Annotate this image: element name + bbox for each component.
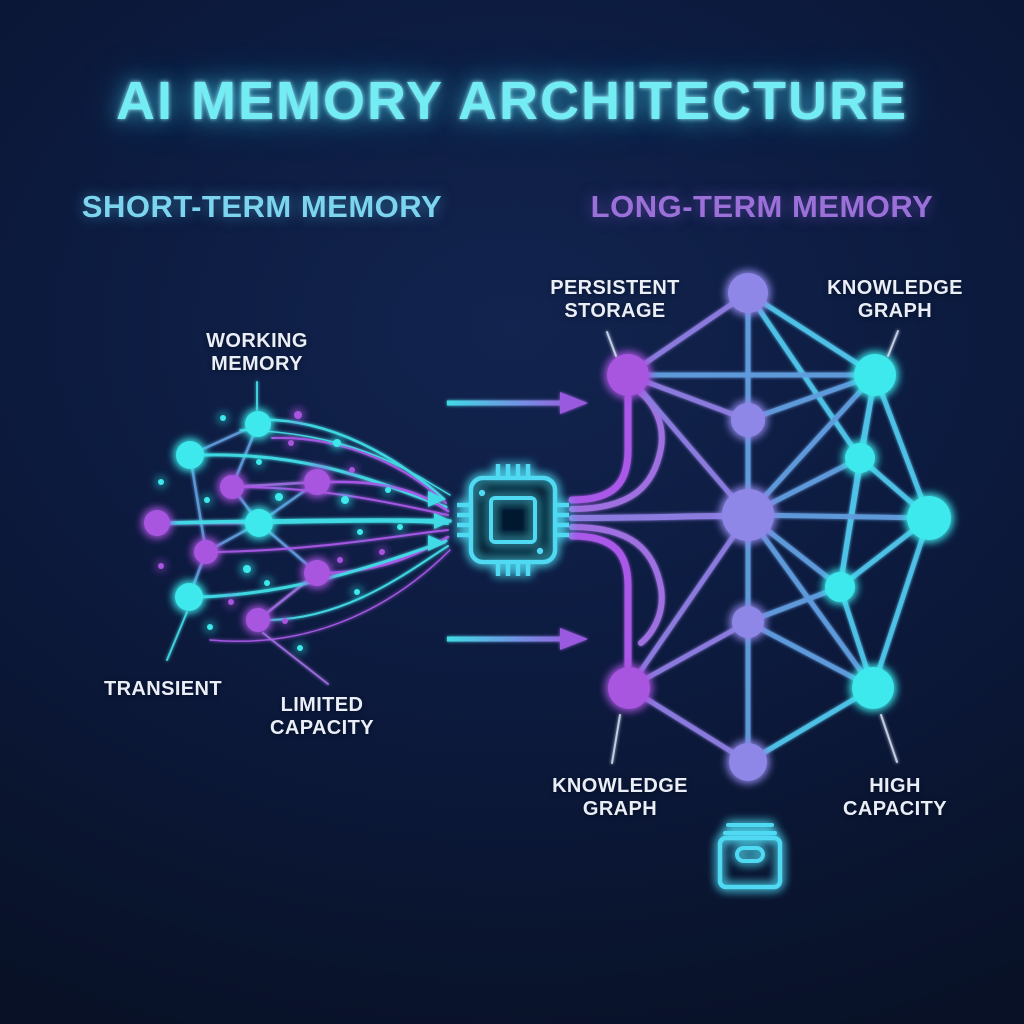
right-network-nodes [607, 273, 951, 781]
label-limited-capacity: LIMITED CAPACITY [270, 694, 374, 739]
label-high-capacity: HIGH CAPACITY [843, 775, 947, 820]
label-knowledge-graph-bottom: KNOWLEDGE GRAPH [552, 775, 688, 820]
section-header-short-term-memory: SHORT-TERM MEMORY [81, 189, 443, 224]
left-cluster-nodes [144, 411, 330, 632]
label-transient: TRANSIENT [103, 678, 223, 700]
glow-dots [158, 411, 403, 651]
chip-fan-lines [568, 390, 725, 669]
label-persistent-storage: PERSISTENT STORAGE [550, 277, 680, 322]
label-working-memory: WORKING MEMORY [206, 330, 308, 375]
cpu-chip-icon [457, 464, 569, 576]
flow-arrows [447, 392, 588, 650]
archive-box-icon [717, 823, 783, 890]
section-header-long-term-memory: LONG-TERM MEMORY [590, 189, 934, 224]
label-leader-lines [166, 330, 899, 764]
stream-lines [168, 418, 452, 642]
page-title: AI MEMORY ARCHITECTURE [115, 71, 908, 131]
label-knowledge-graph-top: KNOWLEDGE GRAPH [827, 277, 963, 322]
